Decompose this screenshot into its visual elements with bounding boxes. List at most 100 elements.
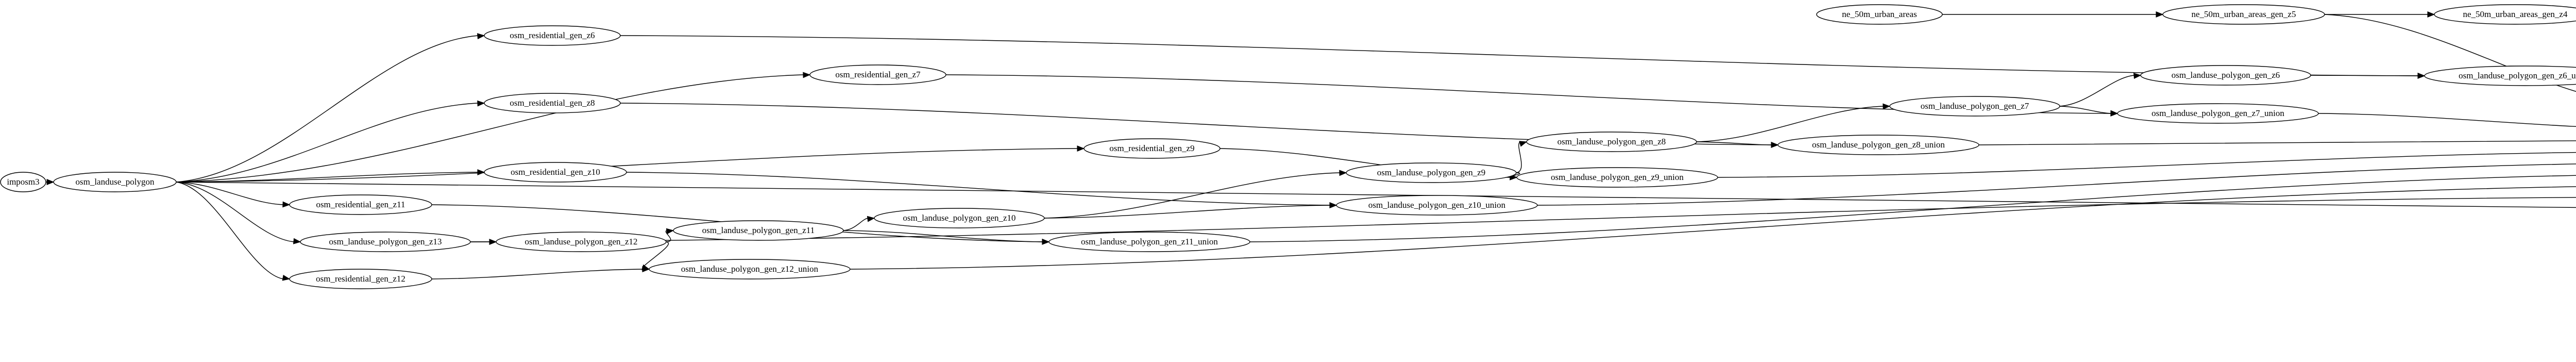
edge-arrowhead: [867, 216, 875, 222]
node-ne_50m_urban_areas_gen_z5[interactable]: ne_50m_urban_areas_gen_z5: [2162, 4, 2325, 25]
edge-osm_landuse_polygon_gen_z7-to-osm_landuse_polygon_gen_z7_union: [2059, 106, 2112, 114]
node-ellipse: [809, 64, 946, 85]
node-osm_landuse_polygon_gen_z10_union[interactable]: osm_landuse_polygon_gen_z10_union: [1336, 195, 1538, 216]
node-label: osm_landuse_polygon: [76, 177, 155, 187]
edge-osm_landuse_polygon_gen_z12_union-to-layer_landuse-z12: [850, 186, 2576, 270]
nodes-layer: imposm3 osm_landuse_polygon osm_residentia…: [0, 4, 2576, 289]
node-label: ne_50m_urban_areas: [1842, 9, 1917, 19]
node-label: osm_landuse_polygon_gen_z8_union: [1812, 140, 1945, 150]
node-ellipse: [0, 172, 46, 192]
edge-osm_landuse_polygon-to-osm_landuse_polygon_gen_z13: [176, 182, 295, 242]
edge-arrowhead: [282, 274, 291, 281]
node-osm_residential_gen_z7[interactable]: osm_residential_gen_z7: [809, 64, 946, 85]
node-osm_residential_gen_z12[interactable]: osm_residential_gen_z12: [289, 269, 432, 289]
node-label: osm_landuse_polygon_gen_z10_union: [1368, 200, 1506, 210]
node-ne_50m_urban_areas[interactable]: ne_50m_urban_areas: [1816, 4, 1943, 25]
node-osm_landuse_polygon_gen_z8_union[interactable]: osm_landuse_polygon_gen_z8_union: [1777, 135, 1979, 155]
edge-arrowhead: [2427, 11, 2435, 18]
node-label: osm_landuse_polygon_gen_z9: [1377, 168, 1486, 177]
node-label: osm_landuse_polygon_gen_z13: [329, 237, 442, 246]
node-ellipse: [484, 25, 621, 46]
node-label: osm_landuse_polygon_gen_z10: [903, 213, 1015, 223]
edge-osm_landuse_polygon-to-osm_residential_gen_z6: [176, 35, 479, 183]
edge-osm_landuse_polygon_gen_z11-to-osm_landuse_polygon_gen_z10: [843, 218, 869, 231]
edge-osm_landuse_polygon-to-osm_residential_gen_z9: [176, 148, 1078, 183]
edge-arrowhead: [1077, 145, 1085, 152]
node-osm_landuse_polygon_gen_z7_union[interactable]: osm_landuse_polygon_gen_z7_union: [2117, 103, 2319, 124]
node-osm_landuse_polygon_gen_z8[interactable]: osm_landuse_polygon_gen_z8: [1526, 131, 1697, 152]
node-ellipse: [300, 232, 471, 252]
node-ellipse: [1526, 131, 1697, 152]
edge-arrowhead: [2156, 11, 2164, 18]
node-ellipse: [1816, 4, 1943, 25]
node-label: ne_50m_urban_areas_gen_z4: [2463, 9, 2568, 19]
edge-arrowhead: [477, 169, 485, 176]
node-imposm3[interactable]: imposm3: [0, 172, 46, 192]
node-label: ne_50m_urban_areas_gen_z5: [2192, 9, 2296, 19]
edge-osm_landuse_polygon_gen_z11-to-osm_landuse_polygon_gen_z11_union: [843, 230, 1043, 242]
edge-arrowhead: [1339, 170, 1347, 176]
node-osm_landuse_polygon[interactable]: osm_landuse_polygon: [53, 172, 177, 192]
node-ellipse: [2434, 4, 2576, 25]
node-osm_landuse_polygon_gen_z13[interactable]: osm_landuse_polygon_gen_z13: [300, 232, 471, 252]
node-ne_50m_urban_areas_gen_z4[interactable]: ne_50m_urban_areas_gen_z4: [2434, 4, 2576, 25]
edge-osm_residential_gen_z10-to-osm_landuse_polygon_gen_z10_union: [626, 172, 1331, 206]
node-osm_landuse_polygon_gen_z6_union[interactable]: osm_landuse_polygon_gen_z6_union: [2424, 65, 2576, 86]
edge-osm_landuse_polygon_gen_z7_union-to-layer_landuse-z7: [2318, 113, 2576, 127]
node-osm_residential_gen_z8[interactable]: osm_residential_gen_z8: [484, 93, 621, 113]
node-osm_residential_gen_z10[interactable]: osm_residential_gen_z10: [484, 162, 627, 183]
node-ellipse: [2424, 65, 2576, 86]
edge-arrowhead: [293, 238, 301, 244]
node-label: osm_landuse_polygon_gen_z6: [2172, 70, 2280, 80]
edge-arrowhead: [477, 100, 485, 107]
node-label: osm_landuse_polygon_gen_z6_union: [2459, 71, 2576, 80]
node-ellipse: [1048, 232, 1250, 252]
node-osm_landuse_polygon_gen_z9[interactable]: osm_landuse_polygon_gen_z9: [1346, 162, 1517, 183]
node-label: osm_residential_gen_z11: [316, 200, 405, 209]
node-ellipse: [874, 208, 1045, 228]
node-label: osm_landuse_polygon_gen_z7: [1921, 101, 2029, 111]
edge-osm_landuse_polygon-to-osm_residential_gen_z10: [176, 172, 479, 183]
edge-arrowhead: [1883, 103, 1891, 110]
node-osm_residential_gen_z6[interactable]: osm_residential_gen_z6: [484, 25, 621, 46]
node-label: osm_residential_gen_z8: [510, 98, 595, 108]
edge-osm_landuse_polygon_gen_z9-to-osm_landuse_polygon_gen_z8: [1516, 141, 1522, 173]
node-ellipse: [1336, 195, 1538, 216]
edge-osm_landuse_polygon-to-osm_residential_gen_z7: [176, 74, 804, 183]
node-osm_landuse_polygon_gen_z6[interactable]: osm_landuse_polygon_gen_z6: [2140, 65, 2311, 86]
edge-osm_landuse_polygon_gen_z11_union-to-layer_landuse-z11: [1249, 175, 2576, 242]
node-ellipse: [484, 93, 621, 113]
node-label: osm_landuse_polygon_gen_z11_union: [1081, 237, 1218, 246]
node-osm_landuse_polygon_gen_z12[interactable]: osm_landuse_polygon_gen_z12: [496, 232, 667, 252]
node-ellipse: [289, 269, 432, 289]
node-ellipse: [289, 194, 432, 215]
node-osm_landuse_polygon_gen_z10[interactable]: osm_landuse_polygon_gen_z10: [874, 208, 1045, 228]
edge-arrowhead: [1042, 238, 1050, 245]
node-label: osm_landuse_polygon_gen_z7_union: [2151, 108, 2284, 118]
edge-ne_50m_urban_areas_gen_z5-to-layer_landuse-z5: [2324, 14, 2576, 92]
node-ellipse: [1889, 96, 2060, 117]
node-label: osm_residential_gen_z6: [510, 30, 595, 40]
edge-arrowhead: [666, 228, 674, 235]
node-ellipse: [53, 172, 177, 192]
edge-osm_landuse_polygon-to-osm_residential_gen_z8: [176, 103, 479, 183]
node-osm_landuse_polygon_gen_z9_union[interactable]: osm_landuse_polygon_gen_z9_union: [1516, 167, 1718, 188]
node-osm_residential_gen_z9[interactable]: osm_residential_gen_z9: [1083, 138, 1221, 159]
edge-osm_landuse_polygon_gen_z9_union-to-layer_landuse-z9: [1717, 152, 2576, 178]
edge-arrowhead: [1329, 202, 1337, 208]
edge-arrowhead: [2417, 73, 2426, 79]
edge-osm_landuse_polygon_gen_z10-to-osm_landuse_polygon_gen_z10_union: [1044, 205, 1331, 219]
node-label: osm_residential_gen_z9: [1109, 143, 1194, 153]
node-osm_landuse_polygon_gen_z12_union[interactable]: osm_landuse_polygon_gen_z12_union: [649, 259, 851, 279]
node-osm_residential_gen_z11[interactable]: osm_residential_gen_z11: [289, 194, 432, 215]
edge-osm_residential_gen_z12-to-osm_landuse_polygon_gen_z12_union: [431, 269, 643, 279]
edge-osm_landuse_polygon_gen_z12-to-osm_landuse_polygon_gen_z11: [665, 230, 671, 242]
node-osm_landuse_polygon_gen_z11_union[interactable]: osm_landuse_polygon_gen_z11_union: [1048, 232, 1250, 252]
node-osm_landuse_polygon_gen_z7[interactable]: osm_landuse_polygon_gen_z7: [1889, 96, 2060, 117]
node-label: osm_landuse_polygon_gen_z11: [702, 225, 815, 235]
edge-osm_landuse_polygon_gen_z13-to-layer_landuse-z13: [470, 197, 2576, 242]
edge-arrowhead: [282, 201, 291, 208]
edge-osm_residential_gen_z6-to-osm_landuse_polygon_gen_z6_union: [620, 35, 2419, 76]
node-osm_landuse_polygon_gen_z11[interactable]: osm_landuse_polygon_gen_z11: [673, 220, 844, 241]
